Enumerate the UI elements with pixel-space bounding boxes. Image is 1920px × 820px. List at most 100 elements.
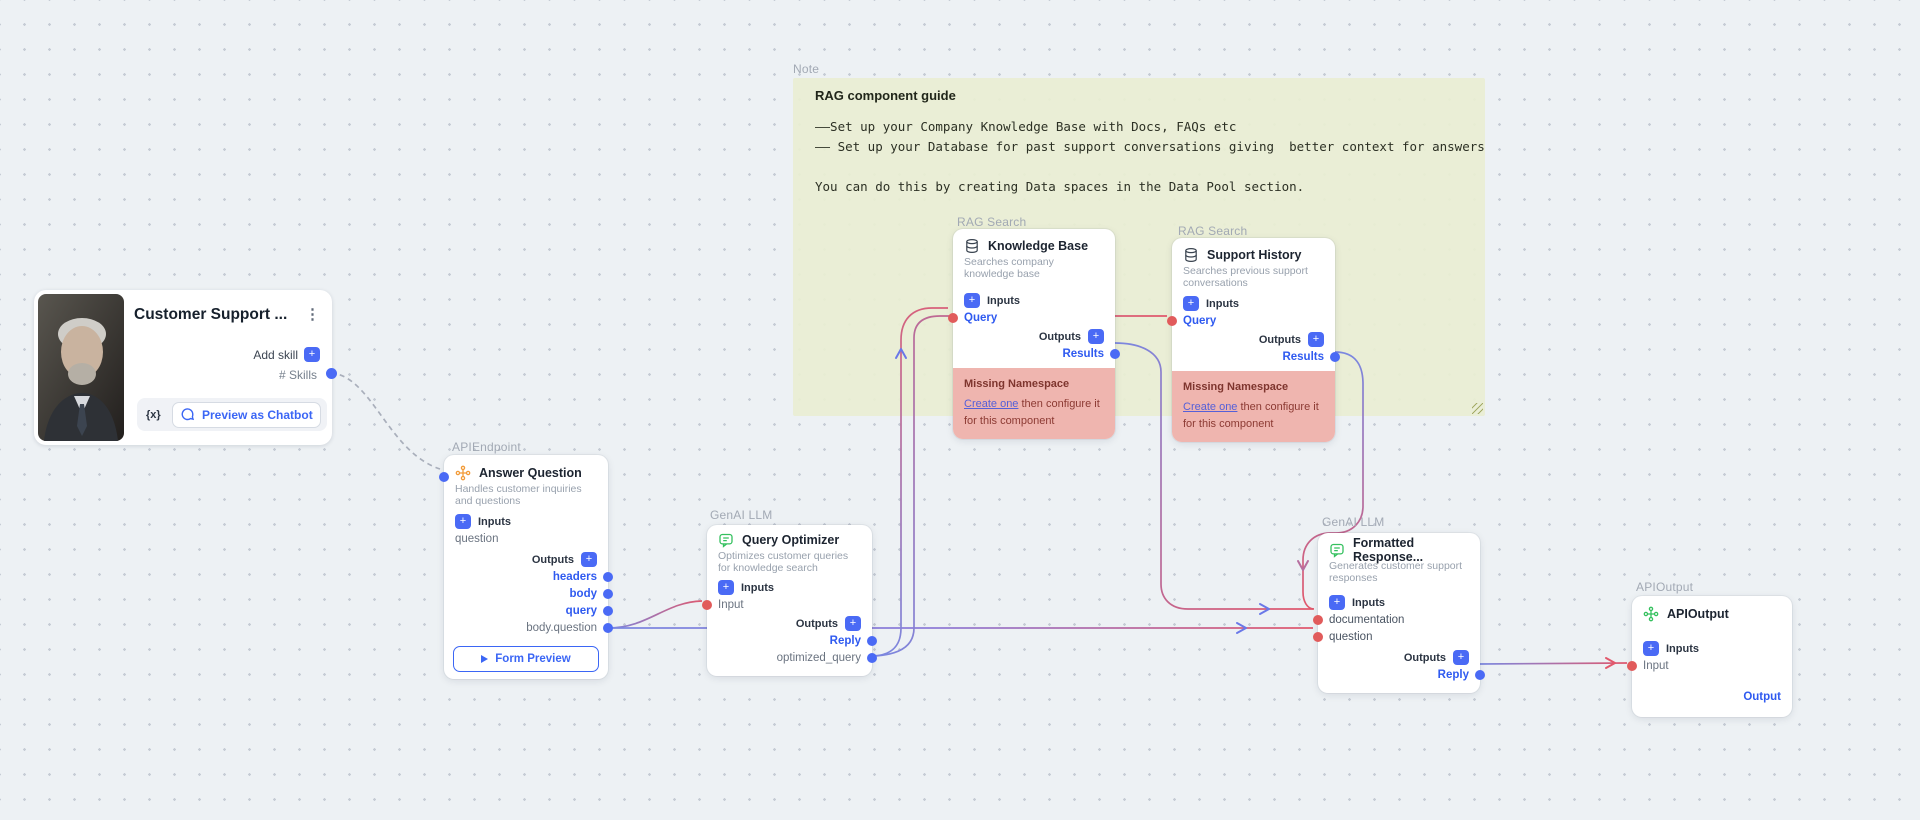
node-query-optimizer[interactable]: Query Optimizer Optimizes customer queri… (702, 525, 877, 676)
node-api-output[interactable]: APIOutput + Inputs Input Output (1627, 596, 1792, 717)
note-group-label: Note (793, 62, 820, 76)
port-fr-question: question (1313, 628, 1480, 645)
port-handle-body[interactable] (603, 588, 613, 599)
note-title: RAG component guide (815, 88, 956, 103)
add-input-button[interactable]: + (455, 514, 471, 529)
port-handle-fr-question[interactable] (1313, 631, 1323, 642)
add-input-button[interactable]: + (964, 293, 980, 308)
port-handle-answer-question-in[interactable] (439, 472, 449, 482)
node-title: Answer Question (479, 465, 582, 480)
skills-port-handle[interactable] (326, 368, 337, 379)
create-one-link[interactable]: Create one (1183, 401, 1238, 413)
port-handle-headers[interactable] (603, 571, 613, 582)
port-kb-query: Query (948, 309, 1115, 326)
add-output-button[interactable]: + (1308, 332, 1324, 347)
inputs-label: Inputs (478, 515, 511, 528)
add-skill-label: Add skill (253, 347, 298, 362)
create-one-link[interactable]: Create one (964, 398, 1019, 410)
port-body: body (444, 585, 613, 602)
node-knowledge-base[interactable]: Knowledge Base Searches company knowledg… (948, 229, 1120, 439)
port-optimized-query: optimized_query (707, 649, 877, 666)
form-preview-button[interactable]: Form Preview (453, 646, 599, 672)
add-input-button[interactable]: + (1183, 296, 1199, 311)
preview-as-chatbot-label: Preview as Chatbot (201, 407, 313, 422)
port-handle-sh-results[interactable] (1330, 351, 1340, 362)
code-view-button[interactable]: {x} (143, 407, 164, 423)
note-line: You can do this by creating Data spaces … (815, 179, 1305, 194)
port-fr-reply: Reply (1318, 666, 1485, 683)
edge-optimizedquery-to-kb-query (872, 307, 948, 657)
node-subtitle: Generates customer support responses (1329, 560, 1463, 584)
port-sh-query: Query (1167, 312, 1335, 329)
group-label-rag-search: RAG Search (957, 215, 1027, 229)
port-handle-kb-results[interactable] (1110, 348, 1120, 359)
node-title: Query Optimizer (742, 532, 840, 547)
add-input-button[interactable]: + (718, 580, 734, 595)
outputs-label: Outputs (1038, 330, 1081, 343)
api-endpoint-icon (455, 465, 471, 481)
port-handle-query[interactable] (603, 605, 613, 616)
inputs-label: Inputs (1666, 642, 1699, 655)
node-answer-question[interactable]: Answer Question Handles customer inquiri… (439, 455, 613, 679)
node-title: Support History (1207, 247, 1302, 262)
chat-llm-icon (718, 532, 734, 548)
port-handle-reply[interactable] (867, 635, 877, 646)
edge-reply-to-apioutput-input (1479, 662, 1628, 665)
port-sh-results: Results (1172, 348, 1340, 365)
note-line: ——Set up your Company Knowledge Base wit… (815, 119, 1237, 134)
edge-bodyquestion-to-input (607, 600, 703, 629)
node-title: Formatted Response... (1353, 535, 1424, 564)
port-output: Output (1743, 690, 1781, 703)
node-title: Knowledge Base (988, 238, 1089, 253)
port-handle-optimized-query[interactable] (867, 652, 877, 663)
port-handle-kb-query[interactable] (948, 312, 958, 323)
port-kb-results: Results (953, 345, 1120, 362)
note-line: —— Set up your Database for past support… (815, 139, 1485, 154)
node-formatted-response[interactable]: Formatted Response... Generates customer… (1313, 533, 1485, 693)
add-output-button[interactable]: + (581, 552, 597, 567)
port-handle-input[interactable] (702, 599, 712, 610)
add-input-button[interactable]: + (1329, 595, 1345, 610)
agent-title: Customer Support ... (134, 306, 288, 323)
port-ao-input: Input (1627, 657, 1792, 674)
chat-bubble-icon (181, 408, 195, 421)
node-subtitle: Optimizes customer queries for knowledge… (718, 550, 849, 574)
agent-avatar (38, 294, 124, 441)
edge-arrow (1259, 603, 1270, 615)
add-skill-button[interactable]: + (304, 347, 320, 362)
edge-arrow (895, 348, 907, 359)
port-handle-documentation[interactable] (1313, 614, 1323, 625)
database-icon (964, 238, 980, 254)
add-output-button[interactable]: + (845, 616, 861, 631)
kebab-menu-icon[interactable]: ⋮ (305, 306, 320, 323)
edge-arrow (1605, 657, 1616, 669)
note-resize-handle[interactable] (1472, 403, 1483, 414)
port-query: query (444, 602, 613, 619)
port-handle-sh-query[interactable] (1167, 315, 1177, 326)
group-label-genai-llm: GenAI LLM (710, 508, 773, 522)
port-handle-body-question[interactable] (603, 622, 613, 633)
preview-as-chatbot-button[interactable]: Preview as Chatbot (171, 401, 321, 428)
edge-arrow (1236, 622, 1247, 634)
skills-port-label: # Skills (278, 368, 317, 382)
group-label-apiendpoint: APIEndpoint (452, 440, 521, 454)
add-output-button[interactable]: + (1453, 650, 1469, 665)
sticky-note[interactable]: RAG component guide ——Set up your Compan… (793, 78, 1485, 416)
group-label-rag-search: RAG Search (1178, 224, 1248, 238)
inputs-label: Inputs (987, 294, 1020, 307)
add-input-button[interactable]: + (1643, 641, 1659, 656)
api-output-icon (1643, 606, 1659, 622)
node-support-history[interactable]: Support History Searches previous suppor… (1167, 238, 1340, 442)
port-handle-ao-input[interactable] (1627, 660, 1637, 671)
group-label-apioutput: APIOutput (1636, 580, 1694, 594)
outputs-label: Outputs (1403, 651, 1446, 664)
agent-card[interactable]: Customer Support ... ⋮ Add skill + # Ski… (34, 290, 337, 445)
outputs-label: Outputs (531, 553, 574, 566)
node-title: APIOutput (1667, 606, 1729, 621)
port-input: Input (702, 596, 872, 613)
agent-actions-panel: {x} Preview as Chatbot (137, 398, 327, 431)
play-icon (481, 655, 489, 663)
port-handle-fr-reply[interactable] (1475, 669, 1485, 680)
add-output-button[interactable]: + (1088, 329, 1104, 344)
